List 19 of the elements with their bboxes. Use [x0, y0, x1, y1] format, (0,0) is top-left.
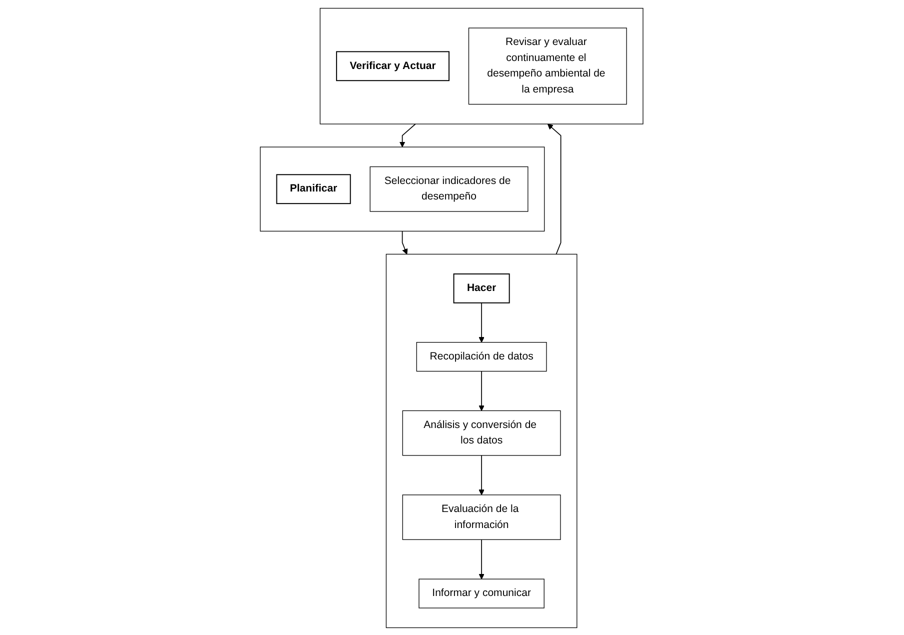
arrow [548, 123, 562, 254]
arrow [479, 454, 485, 495]
node-box: Informar y comunicar [419, 578, 545, 608]
node-box: Hacer [454, 272, 510, 303]
node-box: Seleccionar indicadores de desempeño [370, 166, 529, 212]
node-box: Revisar y evaluar continuamente el desempeño ambiental de la empresa [468, 27, 628, 104]
arrow [402, 230, 408, 254]
cluster [260, 146, 546, 232]
arrow [479, 538, 485, 579]
node-box: Evaluación de la información [402, 494, 562, 540]
arrow [400, 123, 416, 147]
arrow [479, 302, 485, 342]
arrow [479, 370, 485, 410]
node-box: Recopilación de datos [416, 342, 548, 372]
cluster [320, 7, 644, 124]
node-box: Análisis y conversión de los datos [402, 410, 562, 456]
node-box: Planificar [276, 174, 352, 204]
node-box: Verificar y Actuar [336, 50, 450, 81]
cluster [386, 253, 578, 628]
